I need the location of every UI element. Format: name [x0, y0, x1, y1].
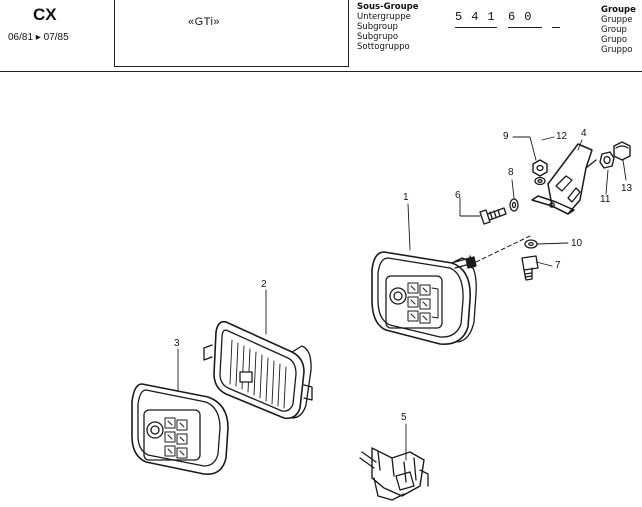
callout-11: 11: [600, 194, 611, 205]
callout-1: 1: [403, 192, 409, 203]
leader-lines: [177, 136, 627, 461]
subgroup-code-c: [552, 10, 566, 28]
part-5-connector: [359, 447, 429, 501]
part-12-nut: [532, 159, 548, 177]
callout-4: 4: [581, 128, 587, 139]
part-9-washer: [534, 176, 546, 186]
callout-12: 12: [556, 131, 568, 142]
model-name: CX: [33, 5, 57, 24]
callout-9: 9: [503, 131, 509, 142]
group-label-it: Gruppo: [601, 45, 633, 55]
subgroup-code-b-text: 60: [508, 10, 541, 24]
variant-label: «GTi»: [188, 16, 221, 28]
callout-2: 2: [261, 279, 267, 290]
callout-5: 5: [401, 412, 407, 423]
subgroup-label-fr: Sous-Groupe: [357, 2, 419, 12]
subgroup-code-b: 60: [508, 10, 548, 28]
callout-8: 8: [508, 167, 514, 178]
subgroup-code-a: 541: [455, 10, 503, 28]
part-13-cap-nut: [613, 141, 631, 161]
group-label-fr: Groupe: [601, 5, 636, 15]
part-8-washer: [509, 198, 519, 212]
subgroup-label-it: Sottogruppo: [357, 42, 410, 52]
subgroup-label-es: Subgrupo: [357, 32, 399, 42]
callout-6: 6: [455, 190, 461, 201]
subgroup-label-de: Untergruppe: [357, 12, 411, 22]
group-labels: Groupe Gruppe Group Grupo Gruppo: [601, 5, 636, 55]
part-7-screw: [521, 255, 539, 281]
part-4-bracket: [531, 143, 597, 215]
callout-13: 13: [621, 183, 633, 194]
subgroup-labels: Sous-Groupe Untergruppe Subgroup Subgrup…: [357, 2, 419, 52]
part-10-washer: [524, 239, 538, 249]
group-label-en: Group: [601, 25, 627, 35]
group-label-es: Grupo: [601, 35, 628, 45]
callout-7: 7: [555, 260, 561, 271]
subgroup-code-a-text: 541: [455, 10, 504, 24]
subgroup-label-en: Subgroup: [357, 22, 398, 32]
variant-box: «GTi»: [114, 0, 349, 67]
part-3-lamp-lens: [131, 383, 229, 475]
part-6-bolt: [479, 207, 507, 225]
part-2-lamp-housing: [203, 320, 313, 420]
model-cell: CX 06/81 ▸ 07/85: [0, 0, 110, 70]
part-1-fog-lamp: [371, 235, 531, 345]
group-label-de: Gruppe: [601, 15, 633, 25]
callout-10: 10: [571, 238, 583, 249]
header-divider: [0, 71, 642, 72]
model-years: 06/81 ▸ 07/85: [8, 32, 69, 43]
part-11-nut: [599, 151, 615, 169]
callout-3: 3: [174, 338, 180, 349]
